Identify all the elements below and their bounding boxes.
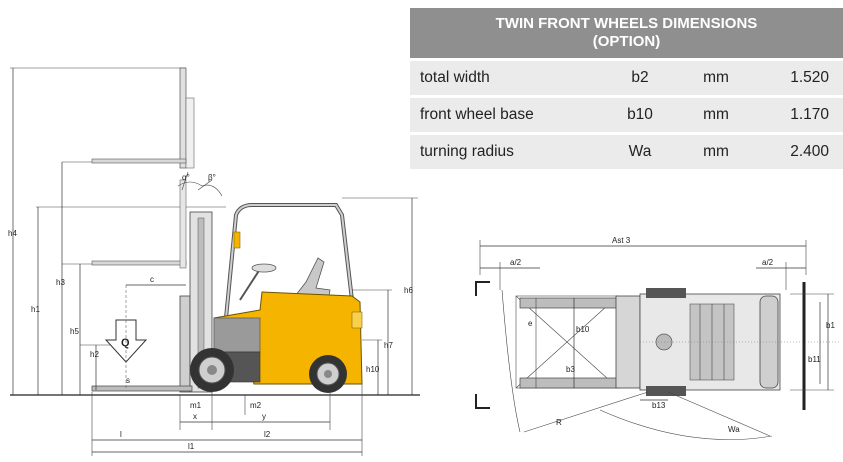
table-row: turning radius Wa mm 2.400	[410, 132, 843, 169]
side-view-diagram: Q c h4 h1 h3 h5 h2 s h6 h7 h10 α° β° m1 …	[8, 67, 420, 456]
row-unit: mm	[675, 132, 757, 169]
table-row: total width b2 mm 1.520	[410, 58, 843, 97]
load-q-label: Q	[121, 337, 130, 349]
dim-c-label: c	[150, 275, 154, 284]
row-label: total width	[410, 58, 605, 97]
dim-h1-label: h1	[31, 305, 40, 314]
dim-r-label: R	[556, 418, 562, 427]
table-header-row: TWIN FRONT WHEELS DIMENSIONS (OPTION)	[410, 8, 843, 60]
dim-b13-label: b13	[652, 401, 666, 410]
angle-alpha-label: α°	[182, 173, 190, 182]
dim-l1-label: l1	[188, 442, 195, 451]
table-title-line2: (OPTION)	[592, 33, 661, 50]
top-view-diagram: Ast 3 a/2 a/2 e b10 b3 b13 b1 b11 R Wa	[475, 236, 840, 440]
dim-h5-label: h5	[70, 327, 79, 336]
dim-b11-label: b11	[808, 355, 821, 364]
dim-a2-right-label: a/2	[762, 258, 774, 267]
row-symbol: Wa	[605, 132, 675, 169]
dim-h3-label: h3	[56, 278, 65, 287]
table-row: front wheel base b10 mm 1.170	[410, 95, 843, 134]
dim-s-label: s	[126, 376, 130, 385]
dimensions-table: TWIN FRONT WHEELS DIMENSIONS (OPTION) to…	[410, 8, 843, 169]
dim-wa-label: Wa	[728, 425, 740, 434]
dim-ast3-label: Ast 3	[612, 236, 631, 245]
dim-h6-label: h6	[404, 286, 413, 295]
dim-m2-label: m2	[250, 401, 262, 410]
dim-a2-left-label: a/2	[510, 258, 522, 267]
row-unit: mm	[675, 95, 757, 134]
row-unit: mm	[675, 58, 757, 97]
dim-e-label: e	[528, 319, 533, 328]
dim-h2-label: h2	[90, 350, 99, 359]
table-title: TWIN FRONT WHEELS DIMENSIONS (OPTION)	[410, 8, 843, 60]
dim-y-label: y	[262, 412, 266, 421]
dim-b1-label: b1	[826, 321, 835, 330]
table-title-line1: TWIN FRONT WHEELS DIMENSIONS	[495, 15, 758, 32]
dim-h4-label: h4	[8, 229, 17, 238]
dim-x-label: x	[193, 412, 197, 421]
dim-b10-label: b10	[576, 325, 590, 334]
row-value: 1.170	[757, 95, 843, 134]
row-value: 2.400	[757, 132, 843, 169]
dim-b3-label: b3	[566, 365, 575, 374]
row-symbol: b10	[605, 95, 675, 134]
row-label: turning radius	[410, 132, 605, 169]
row-symbol: b2	[605, 58, 675, 97]
dim-h7-label: h7	[384, 341, 393, 350]
dim-h10-label: h10	[366, 365, 380, 374]
dim-l-label: l	[120, 430, 122, 439]
dim-l2-label: l2	[264, 430, 271, 439]
row-value: 1.520	[757, 58, 843, 97]
row-label: front wheel base	[410, 95, 605, 134]
angle-beta-label: β°	[208, 173, 216, 182]
dim-m1-label: m1	[190, 401, 202, 410]
